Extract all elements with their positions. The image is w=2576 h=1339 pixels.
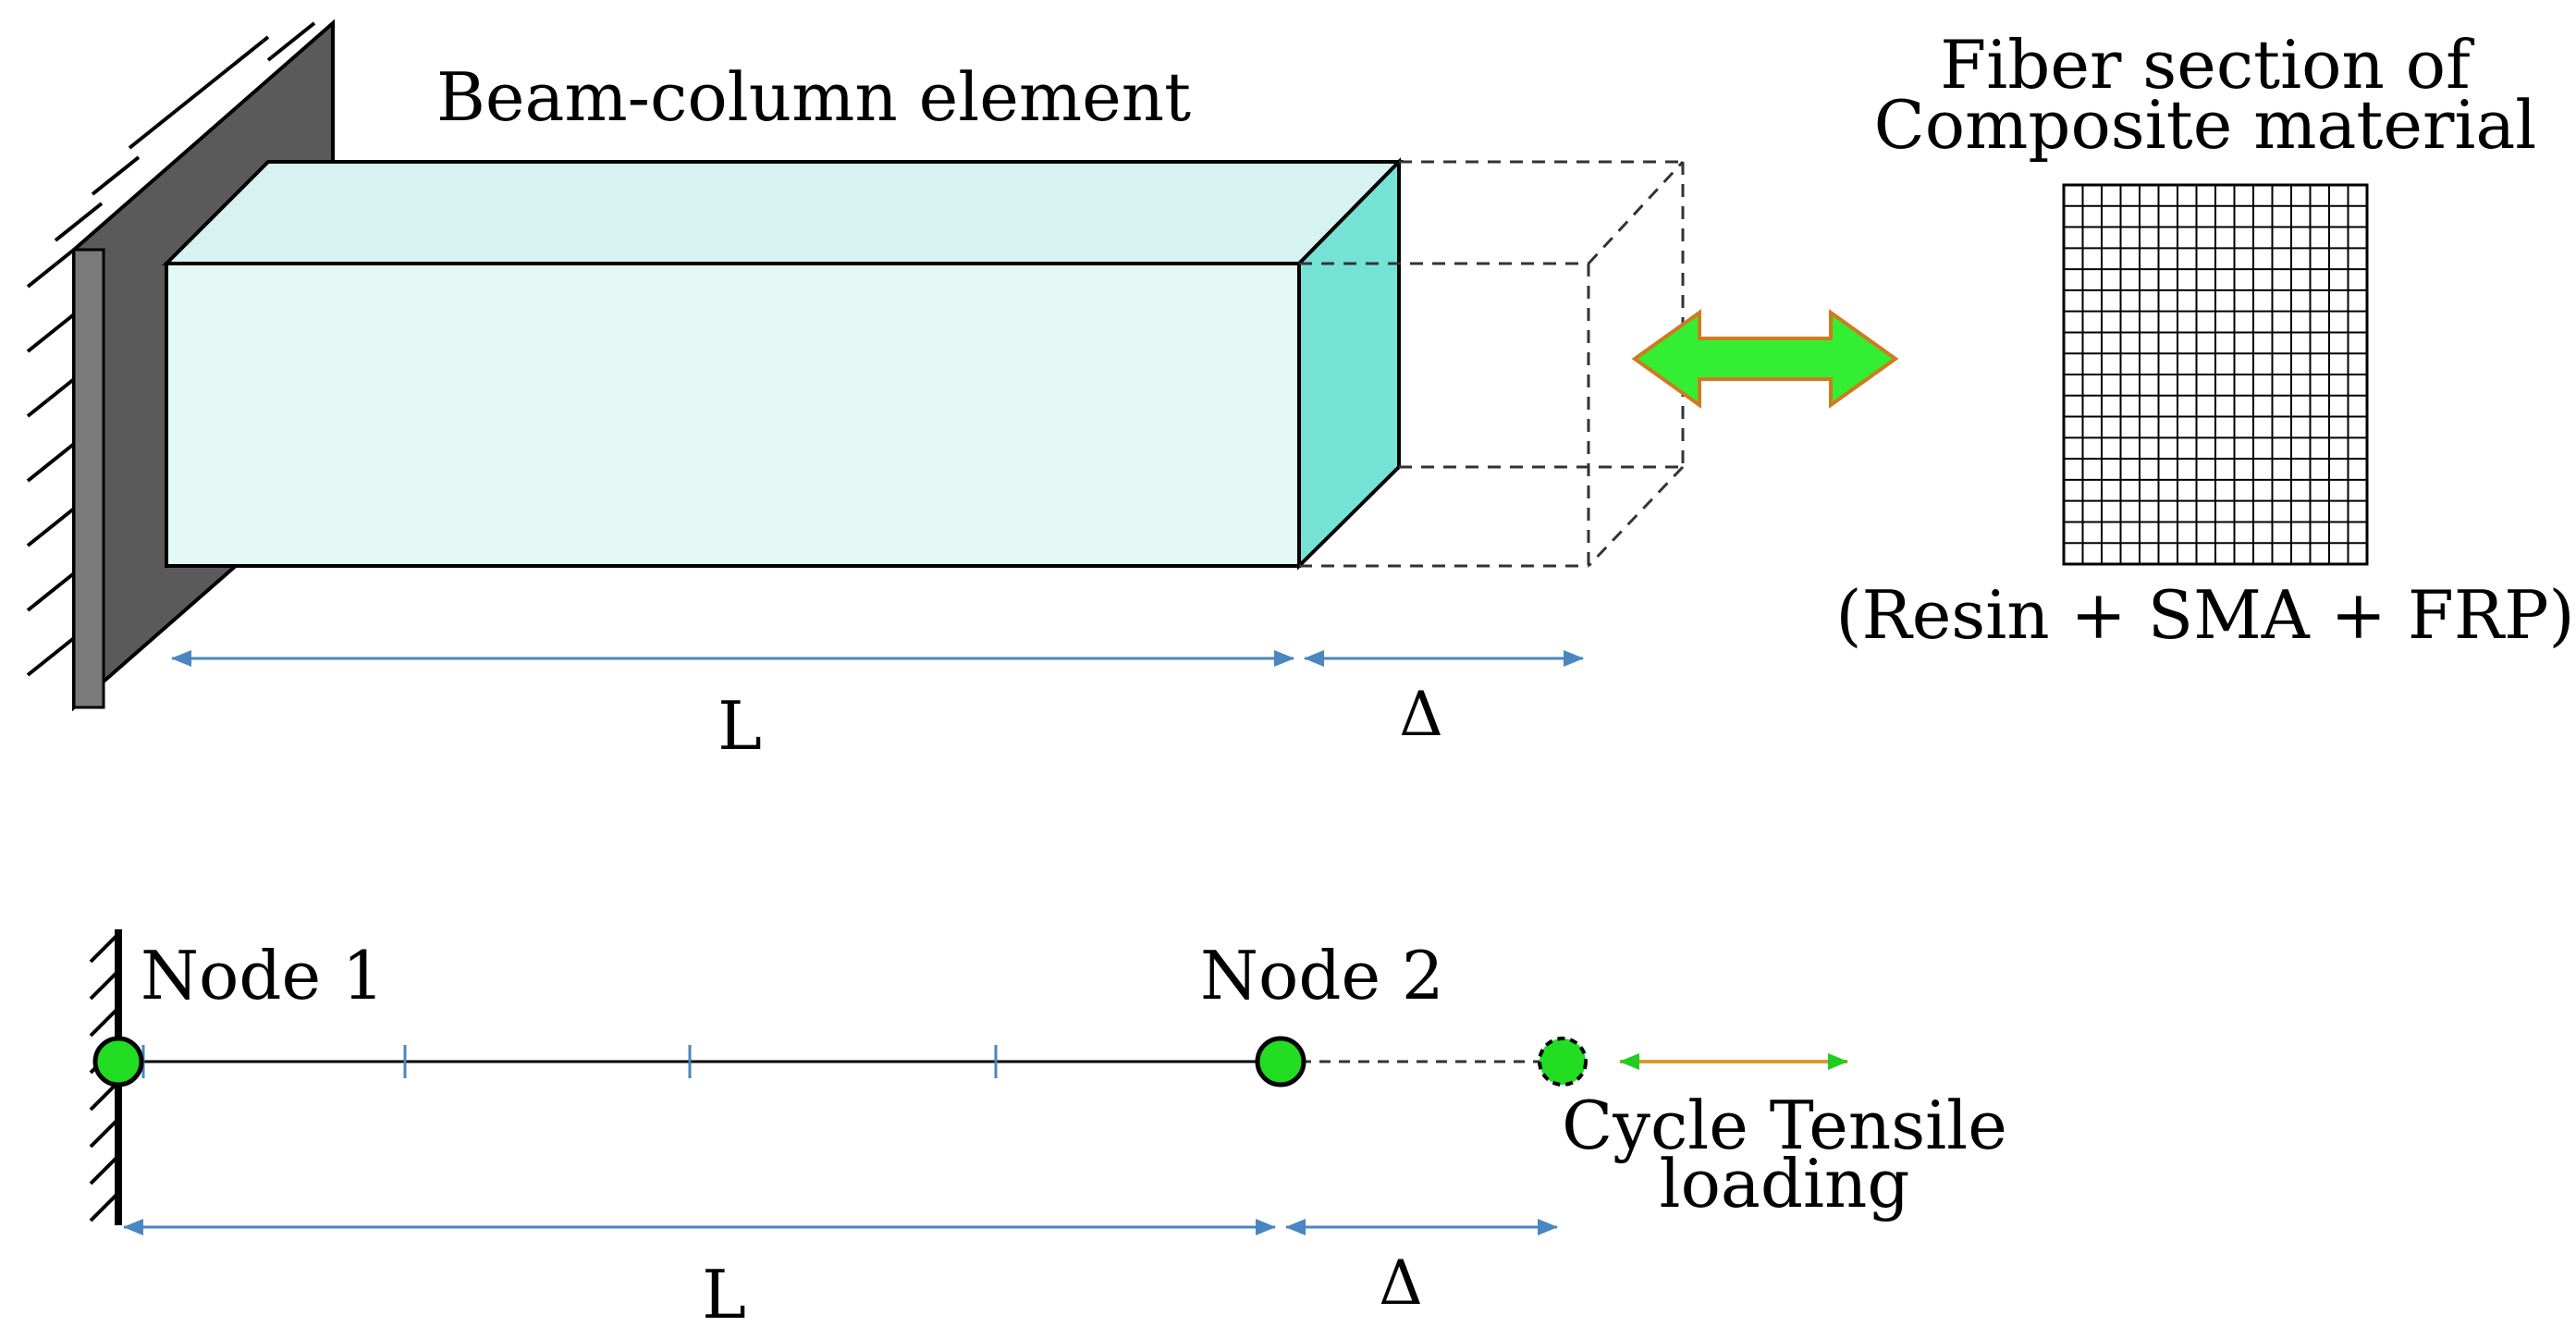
beam-top-face bbox=[162, 160, 1404, 265]
beam-column-title: Beam-column element bbox=[436, 58, 1191, 136]
element-line bbox=[118, 1045, 1563, 1078]
beam-block bbox=[162, 157, 1404, 571]
fiber-section-grid bbox=[2062, 183, 2369, 566]
double-arrow-icon bbox=[1631, 309, 1899, 409]
integration-point-ticks bbox=[141, 1045, 998, 1078]
length-label-top: L bbox=[718, 687, 762, 765]
node-2-label: Node 2 bbox=[1200, 937, 1444, 1014]
length-label-bottom: L bbox=[702, 1256, 746, 1333]
displaced-node-marker bbox=[1538, 1037, 1588, 1087]
wall-plate-face bbox=[72, 248, 105, 709]
loading-label-line1: Cycle Tensile bbox=[1562, 1087, 2007, 1164]
fiber-section-materials: (Resin + SMA + FRP) bbox=[1835, 576, 2574, 654]
loading-label-line2: loading bbox=[1660, 1145, 1910, 1222]
delta-label-top: Δ bbox=[1399, 679, 1443, 750]
fiber-section-title-line2: Composite material bbox=[1874, 86, 2537, 164]
delta-label-bottom: Δ bbox=[1379, 1247, 1423, 1319]
wall-hatching-top bbox=[26, 21, 316, 677]
deformed-extension-outline bbox=[1299, 160, 1685, 568]
beam-front-face bbox=[165, 262, 1301, 568]
node-1-marker bbox=[92, 1036, 144, 1087]
node-2-marker bbox=[1255, 1036, 1306, 1087]
fiber-section-title-line1: Fiber section of bbox=[1940, 26, 2474, 104]
node-1-label: Node 1 bbox=[141, 937, 385, 1014]
